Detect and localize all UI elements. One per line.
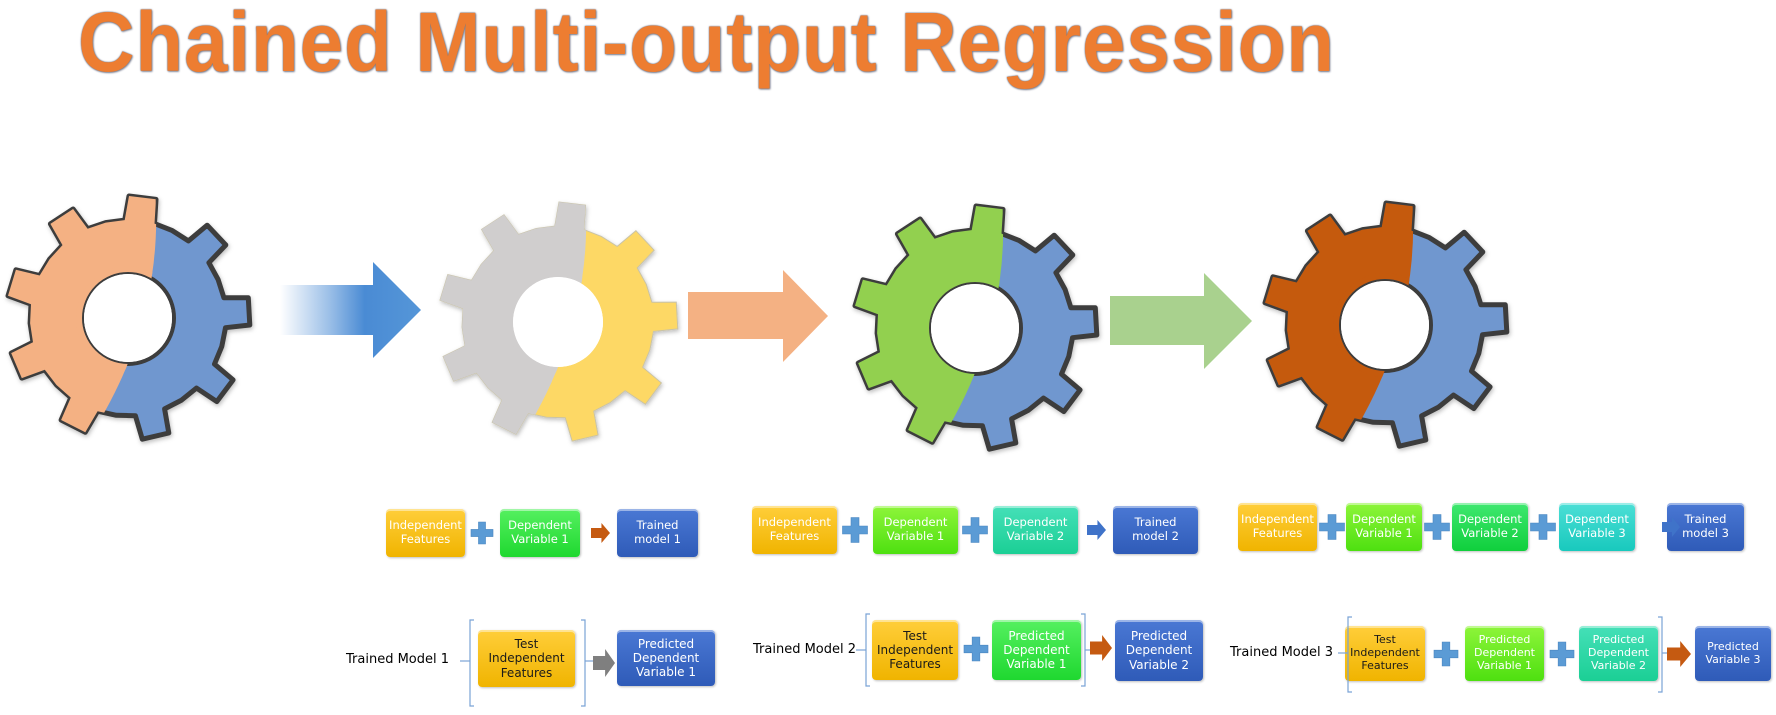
- stage-arrow-2: [688, 270, 828, 362]
- test-independent-features-box: Test Independent Features: [1345, 626, 1425, 681]
- page-title: Chained Multi-output Regression: [78, 0, 1336, 89]
- dependent-variable-2-box: Dependent Variable 2: [1452, 503, 1528, 551]
- gear-hole: [513, 277, 603, 367]
- gear-4-icon: [1262, 200, 1510, 449]
- gear-hole: [931, 284, 1019, 372]
- dependent-variable-1-box: Dependent Variable 1: [873, 506, 958, 554]
- stage-arrow-1: [280, 262, 421, 358]
- stage-arrow-3: [1110, 273, 1252, 369]
- trained-model-1-box: Trained model 1: [617, 509, 698, 557]
- predicted-dependent-variable-2-box: Predicted Dependent Variable 2: [1579, 626, 1658, 681]
- trained-model-1-label: Trained Model 1: [346, 652, 450, 667]
- predicted-dependent-variable-1-box: Predicted Dependent Variable 1: [1465, 626, 1544, 681]
- dependent-variable-1-box: Dependent Variable 1: [500, 509, 580, 557]
- test-independent-features-box: Test Independent Features: [478, 630, 575, 687]
- dependent-variable-2-box: Dependent Variable 2: [993, 506, 1078, 554]
- gear-hole: [84, 274, 172, 362]
- gear-2-icon: [439, 201, 679, 442]
- dependent-variable-3-box: Dependent Variable 3: [1559, 503, 1635, 551]
- dependent-variable-1-box: Dependent Variable 1: [1346, 503, 1422, 551]
- trained-model-2-label: Trained Model 2: [753, 642, 857, 657]
- trained-model-3-label: Trained Model 3: [1230, 645, 1334, 660]
- predicted-dependent-variable-1-box: Predicted Dependent Variable 1: [617, 630, 715, 686]
- test-independent-features-box: Test Independent Features: [872, 620, 958, 680]
- predicted-dependent-variable-1-box: Predicted Dependent Variable 1: [992, 620, 1081, 680]
- gear-1-icon: [5, 193, 253, 442]
- predicted-dependent-variable-2-box: Predicted Dependent Variable 2: [1115, 620, 1203, 681]
- independent-features-box: Independent Features: [752, 506, 837, 554]
- independent-features-box: Independent Features: [386, 509, 465, 557]
- independent-features-box: Independent Features: [1238, 503, 1317, 551]
- gear-3-icon: [852, 203, 1100, 452]
- gear-hole: [1341, 281, 1429, 369]
- trained-model-2-box: Trained model 2: [1113, 506, 1198, 554]
- trained-model-3-box: Trained model 3: [1667, 503, 1744, 551]
- predicted-variable-3-box: Predicted Variable 3: [1695, 626, 1771, 681]
